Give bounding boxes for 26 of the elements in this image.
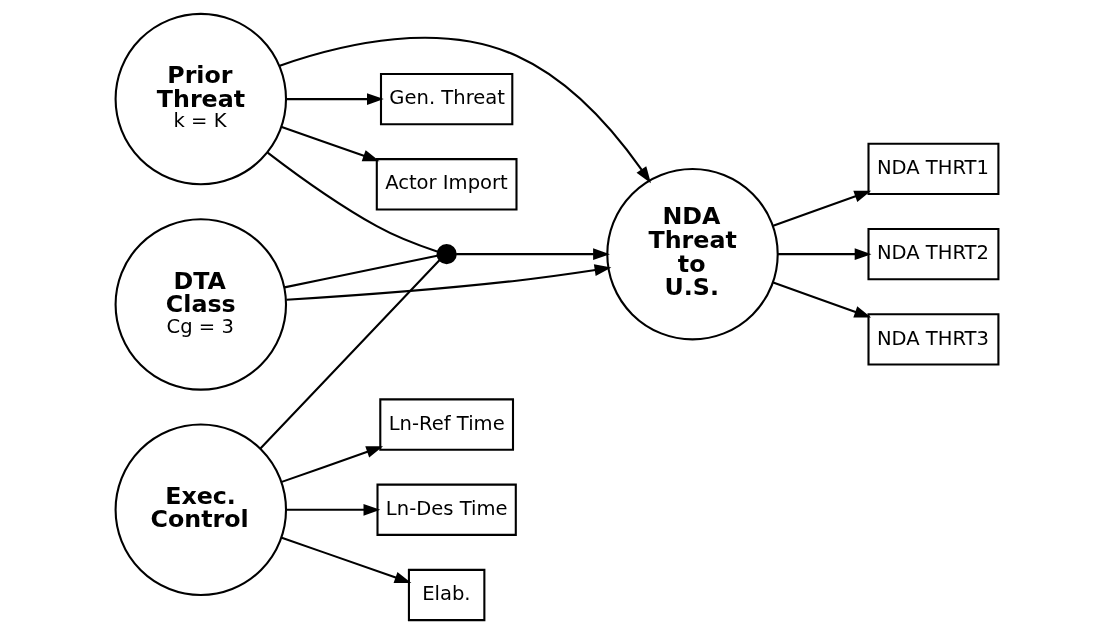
arrow: [280, 446, 383, 483]
node-box: NDA THRT2: [866, 227, 999, 281]
node-circle: Prior Threat k = K: [114, 12, 287, 186]
connector: [266, 151, 438, 253]
node-box: NDA THRT1: [866, 142, 999, 196]
node-box: NDA THRT3: [866, 313, 999, 366]
node-box: Actor Import: [375, 158, 518, 211]
arrow: [285, 264, 611, 301]
connector: [283, 254, 437, 289]
arrow: [455, 248, 610, 261]
node-circle: Exec. Control: [114, 423, 287, 597]
arrow: [777, 248, 871, 261]
arrow: [772, 190, 871, 227]
arrow: [772, 281, 871, 318]
arrow: [280, 126, 379, 162]
connector: [259, 259, 440, 450]
arrow: [280, 536, 411, 584]
node-circle: [436, 244, 457, 265]
node-circle: DTA Class Cg = 3: [114, 218, 287, 391]
node-box: Ln-Ref Time: [378, 398, 514, 451]
node-box: Ln-Des Time: [375, 483, 517, 536]
arrow: [286, 93, 384, 105]
node-box: Elab.: [407, 568, 485, 622]
arrow: [279, 36, 651, 184]
arrow: [286, 503, 380, 516]
node-box: Gen. Threat: [379, 72, 513, 126]
